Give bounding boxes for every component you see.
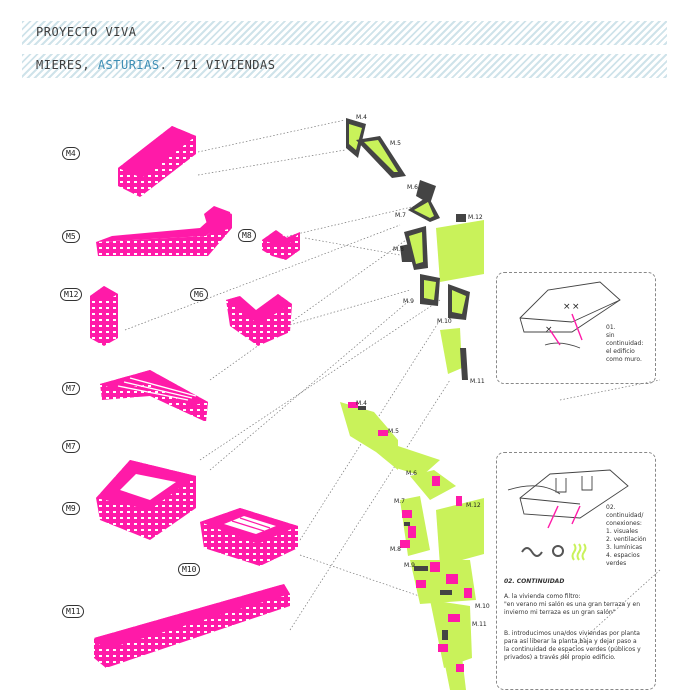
panel1-sketch bbox=[519, 281, 621, 349]
module-m11-block bbox=[94, 584, 290, 668]
module-tag-m8: M8 bbox=[238, 229, 256, 242]
panel2-sketch bbox=[507, 469, 629, 519]
module-m10-block bbox=[200, 508, 298, 566]
plan-label-m9: M.9 bbox=[403, 298, 414, 305]
plan2-label-m6: M.6 bbox=[406, 470, 417, 477]
panel1-arrows bbox=[549, 313, 583, 346]
panel-continuity bbox=[496, 452, 656, 690]
plan-label-m11: M.11 bbox=[470, 378, 485, 385]
module-tag-m9: M9 bbox=[62, 502, 80, 515]
svg-text:×: × bbox=[572, 302, 580, 312]
plan2-label-m12: M.12 bbox=[466, 502, 481, 509]
plan-label-m10: M.10 bbox=[437, 318, 452, 325]
panel1-marks: ××× bbox=[545, 302, 580, 335]
module-m9-block bbox=[96, 460, 196, 540]
subtitle-band: MIERES, ASTURIAS. 711 VIVIENDAS bbox=[22, 54, 667, 78]
continuity-point-b: B. introducimos una/dos viviendas por pl… bbox=[504, 630, 641, 661]
plan2-label-m10: M.10 bbox=[475, 603, 490, 610]
module-tag-m7-second: M7 bbox=[62, 440, 80, 453]
plan-label-m8: M.8 bbox=[393, 246, 404, 253]
site-plan-proposal bbox=[340, 402, 484, 690]
plan-label-m5: M.5 bbox=[390, 140, 401, 147]
module-tag-m7: M7 bbox=[62, 382, 80, 395]
module-m7-block bbox=[100, 370, 208, 422]
continuity-heading: 02. CONTINUIDAD bbox=[504, 578, 565, 585]
plan-label-m4: M.4 bbox=[356, 114, 367, 121]
plan2-label-m7: M.7 bbox=[394, 498, 405, 505]
module-m5-block bbox=[96, 206, 232, 256]
continuity-icons bbox=[521, 543, 587, 561]
panel1-text: 01. sin continuidad: el edificio como mu… bbox=[606, 324, 644, 363]
title-band: PROYECTO VIVA bbox=[22, 21, 667, 45]
module-m12-block bbox=[90, 286, 118, 346]
module-m6-block bbox=[226, 294, 292, 346]
plan-label-m6: M.6 bbox=[407, 184, 418, 191]
plan-label-m7: M.7 bbox=[395, 212, 406, 219]
module-m4-block bbox=[118, 126, 196, 197]
plan2-label-m9: M.9 bbox=[404, 562, 415, 569]
site-plan-current bbox=[346, 118, 484, 380]
plan-label-m12: M.12 bbox=[468, 214, 483, 221]
continuity-point-a: A. la vivienda como filtro: "en verano m… bbox=[504, 593, 641, 616]
module-tag-m10: M10 bbox=[178, 563, 201, 576]
plan2-label-m4: M.4 bbox=[356, 400, 367, 407]
panel2-arrows bbox=[547, 505, 581, 529]
module-tag-m4: M4 bbox=[62, 147, 80, 160]
panel2-list: 02. continuidad/ conexiones: 1. visuales… bbox=[606, 504, 647, 567]
plan2-label-m8: M.8 bbox=[390, 546, 401, 553]
location-accent: ASTURIAS bbox=[97, 58, 160, 72]
panel-no-continuity bbox=[496, 272, 656, 384]
plan2-label-m5: M.5 bbox=[388, 428, 399, 435]
page-subtitle: MIERES, ASTURIAS. 711 VIVIENDAS bbox=[36, 58, 276, 72]
module-tag-m11: M11 bbox=[62, 605, 85, 618]
svg-text:×: × bbox=[545, 325, 553, 335]
svg-text:×: × bbox=[563, 302, 571, 312]
module-m8-block bbox=[262, 230, 300, 260]
module-tag-m6: M6 bbox=[190, 288, 208, 301]
page-title: PROYECTO VIVA bbox=[36, 25, 137, 39]
module-tag-m5: M5 bbox=[62, 230, 80, 243]
plan2-label-m11: M.11 bbox=[472, 621, 487, 628]
module-tag-m12: M12 bbox=[60, 288, 83, 301]
